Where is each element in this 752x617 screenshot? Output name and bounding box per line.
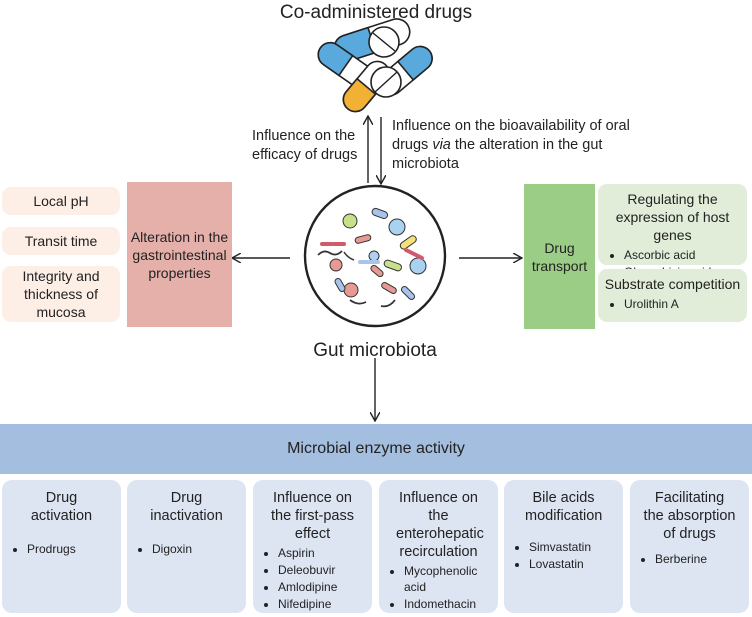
- substrate-competition-card-title: Substrate competition: [604, 276, 741, 292]
- microbiota-circle-icon: [303, 184, 447, 328]
- factor-local-ph: Local pH: [2, 187, 120, 215]
- list-item: Aspirin: [278, 545, 369, 561]
- drug-transport-box: Drug transport: [524, 184, 595, 329]
- card-enterohepatic-recirculation: Influence on the enterohepatic recircula…: [379, 480, 498, 613]
- list-item: Deleobuvir: [278, 562, 369, 578]
- coadministered-drugs-title: Co-administered drugs: [279, 2, 473, 23]
- substrate-competition-card: Substrate competition Urolithin A: [598, 269, 747, 322]
- card-title: Drug inactivation: [150, 490, 223, 524]
- microbial-enzyme-band: Microbial enzyme activity: [0, 424, 752, 474]
- efficacy-arrow-label: Influence on the efficacy of drugs: [252, 128, 358, 163]
- card-drug-inactivation: Drug inactivation Digoxin: [127, 480, 246, 613]
- factor-transit-time: Transit time: [2, 227, 120, 255]
- factor-mucosa: Integrity and thickness of mucosa: [2, 266, 120, 322]
- list-item: Digoxin: [152, 541, 243, 557]
- list-item: Amlodipine: [278, 579, 369, 595]
- list-item: Berberine: [655, 551, 746, 567]
- list-item: Simvastatin: [529, 539, 620, 555]
- list-item: Lovastatin: [529, 556, 620, 572]
- card-title: Drug activation: [30, 490, 93, 524]
- list-item: Ascorbic acid: [624, 247, 743, 264]
- list-item: Mycophenolic acid: [404, 563, 495, 595]
- list-item: Prodrugs: [27, 541, 118, 557]
- list-item: Indomethacin: [404, 596, 495, 612]
- gi-properties-box: Alteration in the gastrointestinal prope…: [127, 182, 232, 327]
- card-title: Influence on the enterohepatic recircula…: [396, 490, 484, 560]
- pills-icon: [317, 18, 433, 113]
- card-title: Influence on the first-pass effect: [271, 490, 354, 542]
- card-drug-activation: Drug activation Prodrugs: [2, 480, 121, 613]
- card-title: Bile acids modification: [525, 490, 603, 524]
- list-item: Nifedipine: [278, 596, 369, 612]
- list-item: Urolithin A: [624, 296, 743, 313]
- card-first-pass-effect: Influence on the first-pass effect Aspir…: [253, 480, 372, 613]
- card-title: Facilitating the absorption of drugs: [643, 490, 736, 542]
- host-genes-card-title: Regulating the expression of host genes: [615, 191, 730, 243]
- card-bile-acids-modification: Bile acids modification Simvastatin Lova…: [504, 480, 623, 613]
- card-facilitating-absorption: Facilitating the absorption of drugs Ber…: [630, 480, 749, 613]
- host-genes-card: Regulating the expression of host genes …: [598, 184, 747, 279]
- gut-microbiota-label: Gut microbiota: [313, 340, 437, 361]
- bioavailability-arrow-label: Influence on the bioavailability of oral…: [392, 118, 630, 172]
